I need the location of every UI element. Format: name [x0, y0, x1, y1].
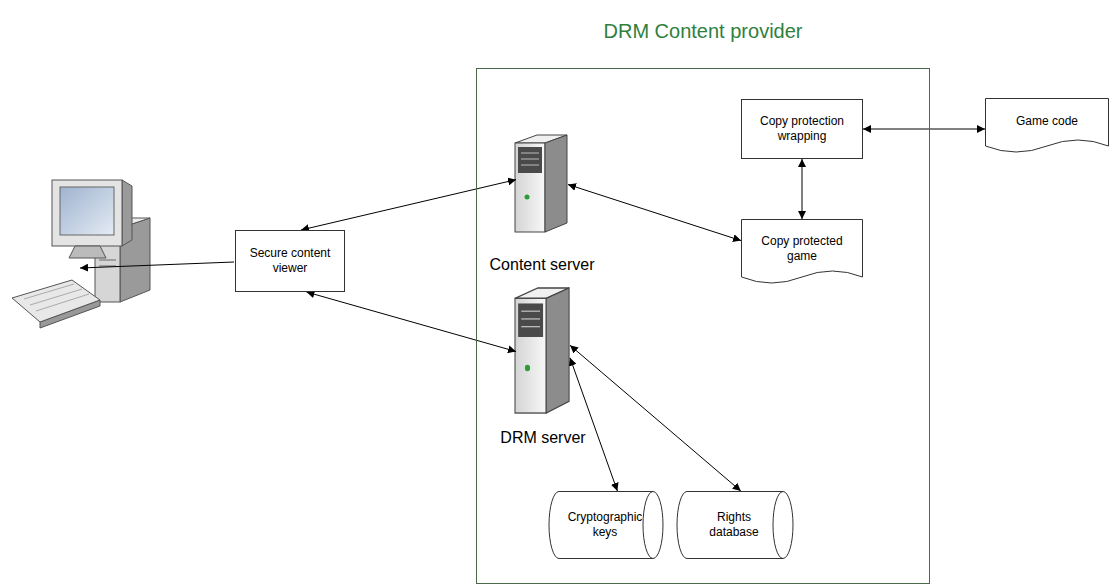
- viewer-box: Secure content viewer: [235, 230, 345, 292]
- key-row: [24, 284, 74, 299]
- server-label: Content server: [490, 255, 595, 275]
- document-outline-path: [742, 220, 863, 284]
- process-box: Copy protection wrapping: [741, 99, 863, 159]
- connector-arrow: [307, 292, 517, 352]
- node-text: Rights database: [691, 510, 777, 540]
- key-row: [30, 289, 82, 305]
- region-heading: DRM Content provider: [604, 19, 803, 44]
- cylinder-end: [773, 492, 783, 559]
- node-text: Copy protection wrapping: [748, 114, 856, 144]
- connector-arrow: [863, 129, 985, 130]
- document-outline-path: [986, 99, 1109, 153]
- node-text: Secure content viewer: [242, 246, 338, 276]
- connector-arrow: [570, 358, 617, 491]
- connector-arrow: [568, 185, 741, 241]
- computer-icon: [12, 180, 150, 328]
- node-text: Game code: [1016, 114, 1078, 129]
- viewer-to-computer-arrow: [80, 262, 234, 268]
- database-cylinder: Rights database: [677, 491, 793, 559]
- caption-holder: DRM server: [498, 428, 587, 448]
- drm-server: DRM server: [516, 289, 570, 414]
- server-label: DRM server: [500, 428, 585, 448]
- caption-holder: Content server: [488, 255, 597, 275]
- cylinder-outline-path: [677, 492, 793, 559]
- content-server: Content server: [516, 136, 568, 233]
- cylinder-end: [643, 492, 653, 559]
- document-shape: Game code: [985, 98, 1109, 160]
- connector-arrow: [301, 180, 516, 230]
- drive-slot: [99, 260, 116, 261]
- document-outline: [985, 98, 1109, 160]
- connector-arrow: [802, 159, 803, 219]
- server-icon: [515, 288, 569, 413]
- provider-region: DRM Content providerContent serverCopy p…: [476, 68, 930, 584]
- monitor-side: [122, 180, 132, 246]
- monitor-stand: [69, 246, 106, 258]
- connector-arrow: [570, 345, 741, 491]
- server-icon: [515, 135, 567, 232]
- key-row: [36, 294, 89, 311]
- monitor-body: [52, 180, 122, 246]
- node-text: Copy protected game: [747, 234, 857, 264]
- keyboard: [12, 280, 100, 322]
- node-text: Cryptographic keys: [563, 510, 647, 540]
- document-shape: Copy protected game: [741, 219, 863, 291]
- monitor-screen: [60, 187, 114, 235]
- database-cylinder: Cryptographic keys: [549, 491, 663, 559]
- cylinder-outline-path: [549, 492, 663, 559]
- caption-holder: DRM Content provider: [602, 19, 805, 44]
